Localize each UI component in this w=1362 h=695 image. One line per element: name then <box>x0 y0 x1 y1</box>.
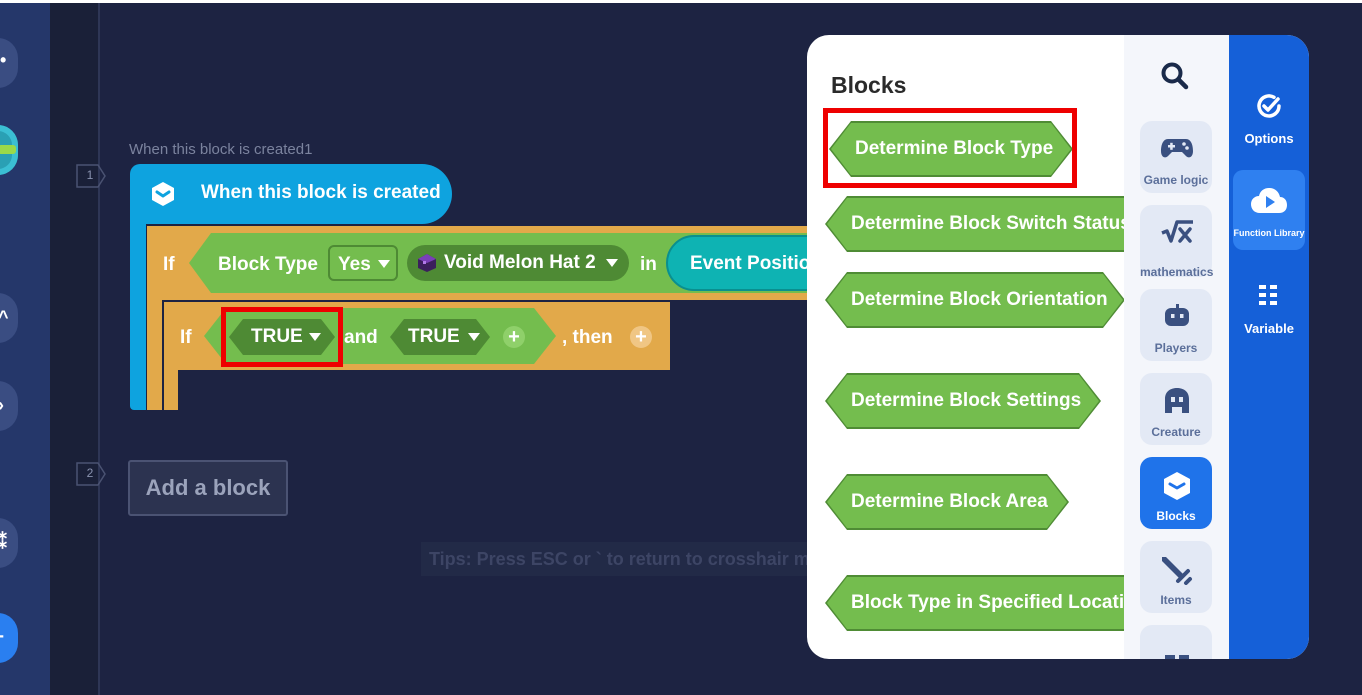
toolbar-button-5[interactable]: ⁑ <box>0 518 18 568</box>
tab-function-library[interactable]: Function Library <box>1233 170 1305 250</box>
palette-block-label: Determine Block Orientation <box>851 289 1108 310</box>
category-label: Players <box>1154 341 1198 355</box>
event-hat-block[interactable]: When this block is created <box>130 164 452 224</box>
if-block-inner-stem <box>164 370 178 410</box>
highlight-determine-block-type <box>823 108 1077 188</box>
palette-block-label: Determine Block Type <box>855 138 1054 159</box>
tab-options-label: Options <box>1244 131 1294 146</box>
player-icon <box>1165 304 1189 326</box>
tab-variable-label: Variable <box>1244 321 1294 336</box>
tab-variable[interactable]: Variable <box>1229 275 1309 355</box>
category-game-logic[interactable]: Game logic <box>1140 121 1212 193</box>
true-dropdown-1[interactable]: TRUE <box>229 319 335 355</box>
true-dropdown-2-value: TRUE <box>408 326 460 347</box>
sword-icon <box>1162 557 1192 585</box>
then-keyword: , then <box>562 327 613 348</box>
category-label: Game logic <box>1143 173 1209 187</box>
options-icon <box>1257 94 1281 118</box>
yes-dropdown-value: Yes <box>338 254 371 275</box>
yes-dropdown[interactable]: Yes <box>328 245 398 281</box>
hat-block-stem <box>130 224 146 410</box>
palette-block-determine-block-type[interactable]: Determine Block Type <box>829 121 1073 177</box>
category-items[interactable]: Items <box>1140 541 1212 613</box>
if-keyword: If <box>163 254 175 275</box>
palette-block-determine-block-area[interactable]: Determine Block Area <box>825 474 1069 530</box>
creature-icon <box>1165 388 1189 413</box>
palette-block-label: Determine Block Area <box>851 491 1048 512</box>
left-toolbar: • ^ › ⁑ - <box>0 3 50 695</box>
if-block-outer[interactable]: If Block Type Yes Void Melon Hat 2 in Ev… <box>147 226 827 300</box>
toolbar-button-4[interactable]: › <box>0 381 18 431</box>
in-keyword: in <box>640 254 657 275</box>
if-keyword: If <box>180 327 192 348</box>
palette-block-label: Determine Block Switch Status <box>851 213 1131 234</box>
item-dropdown-value: Void Melon Hat 2 <box>444 252 596 273</box>
category-players[interactable]: Players <box>1140 289 1212 361</box>
top-border <box>0 0 1362 3</box>
sqrt-x-icon <box>1161 220 1193 243</box>
category-creature[interactable]: Creature <box>1140 373 1212 445</box>
if-block-outer-stem <box>147 300 162 410</box>
category-blocks[interactable]: Blocks <box>1140 457 1212 529</box>
palette-block-determine-block-orientation[interactable]: Determine Block Orientation <box>825 272 1125 328</box>
category-label: Creature <box>1151 425 1201 439</box>
category-label: mathematics <box>1140 265 1214 279</box>
and-keyword: and <box>344 327 378 348</box>
function-column: Options Function Library Variable <box>1229 35 1309 659</box>
line-number-1: 1 <box>76 164 106 188</box>
tips-text: Tips: Press ESC or ` to return to crossh… <box>421 542 818 576</box>
tab-function-library-label: Function Library <box>1233 228 1305 238</box>
true-dropdown-1-value: TRUE <box>251 326 303 347</box>
event-position-label: Event Positio <box>690 253 811 274</box>
gutter-divider <box>98 3 100 695</box>
gamepad-icon <box>1161 139 1193 158</box>
item-dropdown[interactable]: Void Melon Hat 2 <box>407 245 629 281</box>
category-label: Items <box>1160 593 1192 607</box>
toolbar-button-3[interactable]: ^ <box>0 293 18 343</box>
category-more[interactable] <box>1140 625 1212 659</box>
category-mathematics[interactable]: mathematics <box>1140 205 1214 279</box>
grid-icon <box>1165 655 1189 659</box>
melon-hat-icon <box>418 254 436 272</box>
tab-options[interactable]: Options <box>1229 85 1309 165</box>
grid-dots-icon <box>1259 285 1277 305</box>
category-column: Game logic mathematics Players Creature <box>1124 35 1229 659</box>
line-gutter <box>50 3 98 695</box>
add-condition-plus-icon[interactable]: + <box>503 326 525 348</box>
chevron-down-icon <box>468 333 480 341</box>
cloud-play-icon <box>1251 188 1287 213</box>
category-label: Blocks <box>1156 509 1196 523</box>
block-type-label: Block Type <box>218 254 318 275</box>
line-number-2: 2 <box>76 462 106 486</box>
script-caption: When this block is created1 <box>129 141 313 158</box>
cube-icon <box>152 182 174 206</box>
search-icon[interactable] <box>1160 61 1190 91</box>
palette-block-block-type-in-specified-location[interactable]: Block Type in Specified Locatio <box>825 575 1165 631</box>
add-block-button[interactable]: Add a block <box>128 460 288 516</box>
cube-icon <box>1164 472 1190 500</box>
hat-block-label: When this block is created <box>201 182 441 203</box>
block-palette-panel: Blocks Determine Block Type Determine Bl… <box>807 35 1309 659</box>
toolbar-button-2[interactable] <box>0 125 18 175</box>
toolbar-button-1[interactable]: • <box>0 38 18 88</box>
chevron-down-icon <box>606 259 618 267</box>
palette-block-determine-block-switch-status[interactable]: Determine Block Switch Status <box>825 196 1165 252</box>
panel-title: Blocks <box>831 72 907 98</box>
highlight-true-dropdown <box>221 307 343 367</box>
add-else-plus-icon[interactable]: + <box>630 326 652 348</box>
line-number-text: 2 <box>86 466 94 480</box>
chevron-down-icon <box>309 333 321 341</box>
palette-block-label: Determine Block Settings <box>851 390 1082 411</box>
chevron-down-icon <box>378 260 390 268</box>
if-block-inner[interactable]: If TRUE and TRUE + , then + <box>164 302 670 370</box>
palette-block-label: Block Type in Specified Locatio <box>851 592 1136 613</box>
toolbar-button-6[interactable]: - <box>0 613 18 663</box>
line-number-text: 1 <box>86 168 94 182</box>
palette-block-determine-block-settings[interactable]: Determine Block Settings <box>825 373 1101 429</box>
true-dropdown-2[interactable]: TRUE <box>390 319 490 355</box>
